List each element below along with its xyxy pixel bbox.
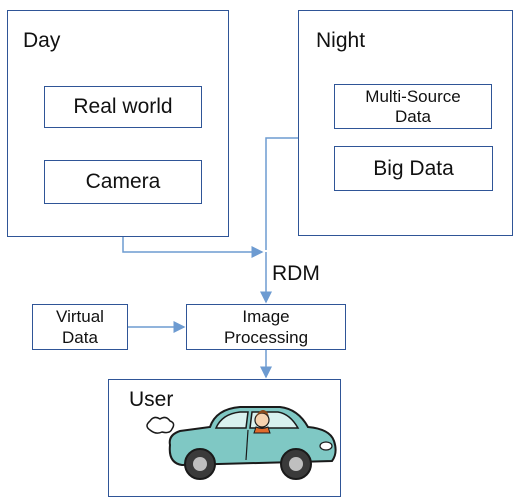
multi-source-data-box: Multi-Source Data	[334, 84, 492, 129]
big-data-box: Big Data	[334, 146, 493, 191]
image-processing-label-line2: Processing	[223, 328, 309, 347]
real-world-box: Real world	[44, 86, 202, 128]
real-world-label: Real world	[73, 95, 173, 118]
camera-box: Camera	[44, 160, 202, 204]
headlight	[319, 441, 333, 451]
car-with-driver-icon	[146, 406, 337, 480]
night-title: Night	[316, 29, 366, 52]
image-processing-box: Image Processing	[186, 304, 346, 350]
front-wheel	[280, 448, 312, 480]
virtual-data-box: Virtual Data	[32, 304, 128, 350]
user-title: User	[129, 388, 174, 411]
car-rear-window	[214, 411, 249, 429]
image-processing-label-line1: Image	[242, 307, 290, 326]
exhaust-smoke-icon	[146, 416, 175, 434]
virtual-data-label-line1: Virtual	[56, 307, 104, 326]
driver-icon	[253, 410, 271, 434]
rear-wheel	[184, 448, 216, 480]
multi-source-label-line1: Multi-Source	[365, 86, 461, 106]
big-data-label: Big Data	[373, 156, 454, 180]
camera-label: Camera	[85, 170, 161, 193]
rdm-label: RDM	[272, 262, 320, 285]
day-title: Day	[23, 29, 61, 52]
multi-source-label-line2: Data	[395, 106, 431, 126]
virtual-data-label-line2: Data	[62, 328, 98, 347]
